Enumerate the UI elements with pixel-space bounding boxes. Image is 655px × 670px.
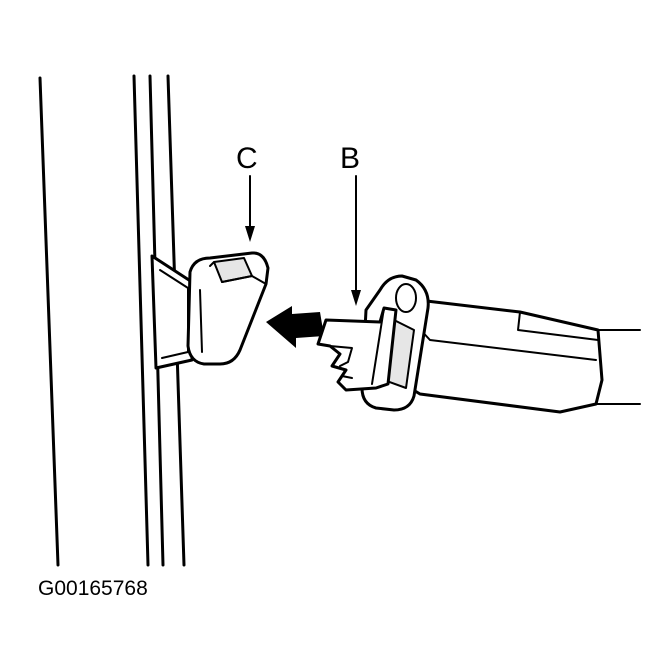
- belt-webbing: [398, 298, 641, 414]
- callout-c: C: [236, 142, 258, 175]
- insert-arrow: [266, 306, 324, 348]
- figure-id: G00165768: [38, 577, 148, 600]
- buckle-c: [186, 251, 270, 366]
- callout-b: B: [340, 142, 360, 175]
- buckle-bracket: [150, 254, 194, 370]
- latch-tongue-b: [316, 306, 398, 392]
- leader-b: [351, 175, 361, 306]
- leader-c: [245, 175, 255, 242]
